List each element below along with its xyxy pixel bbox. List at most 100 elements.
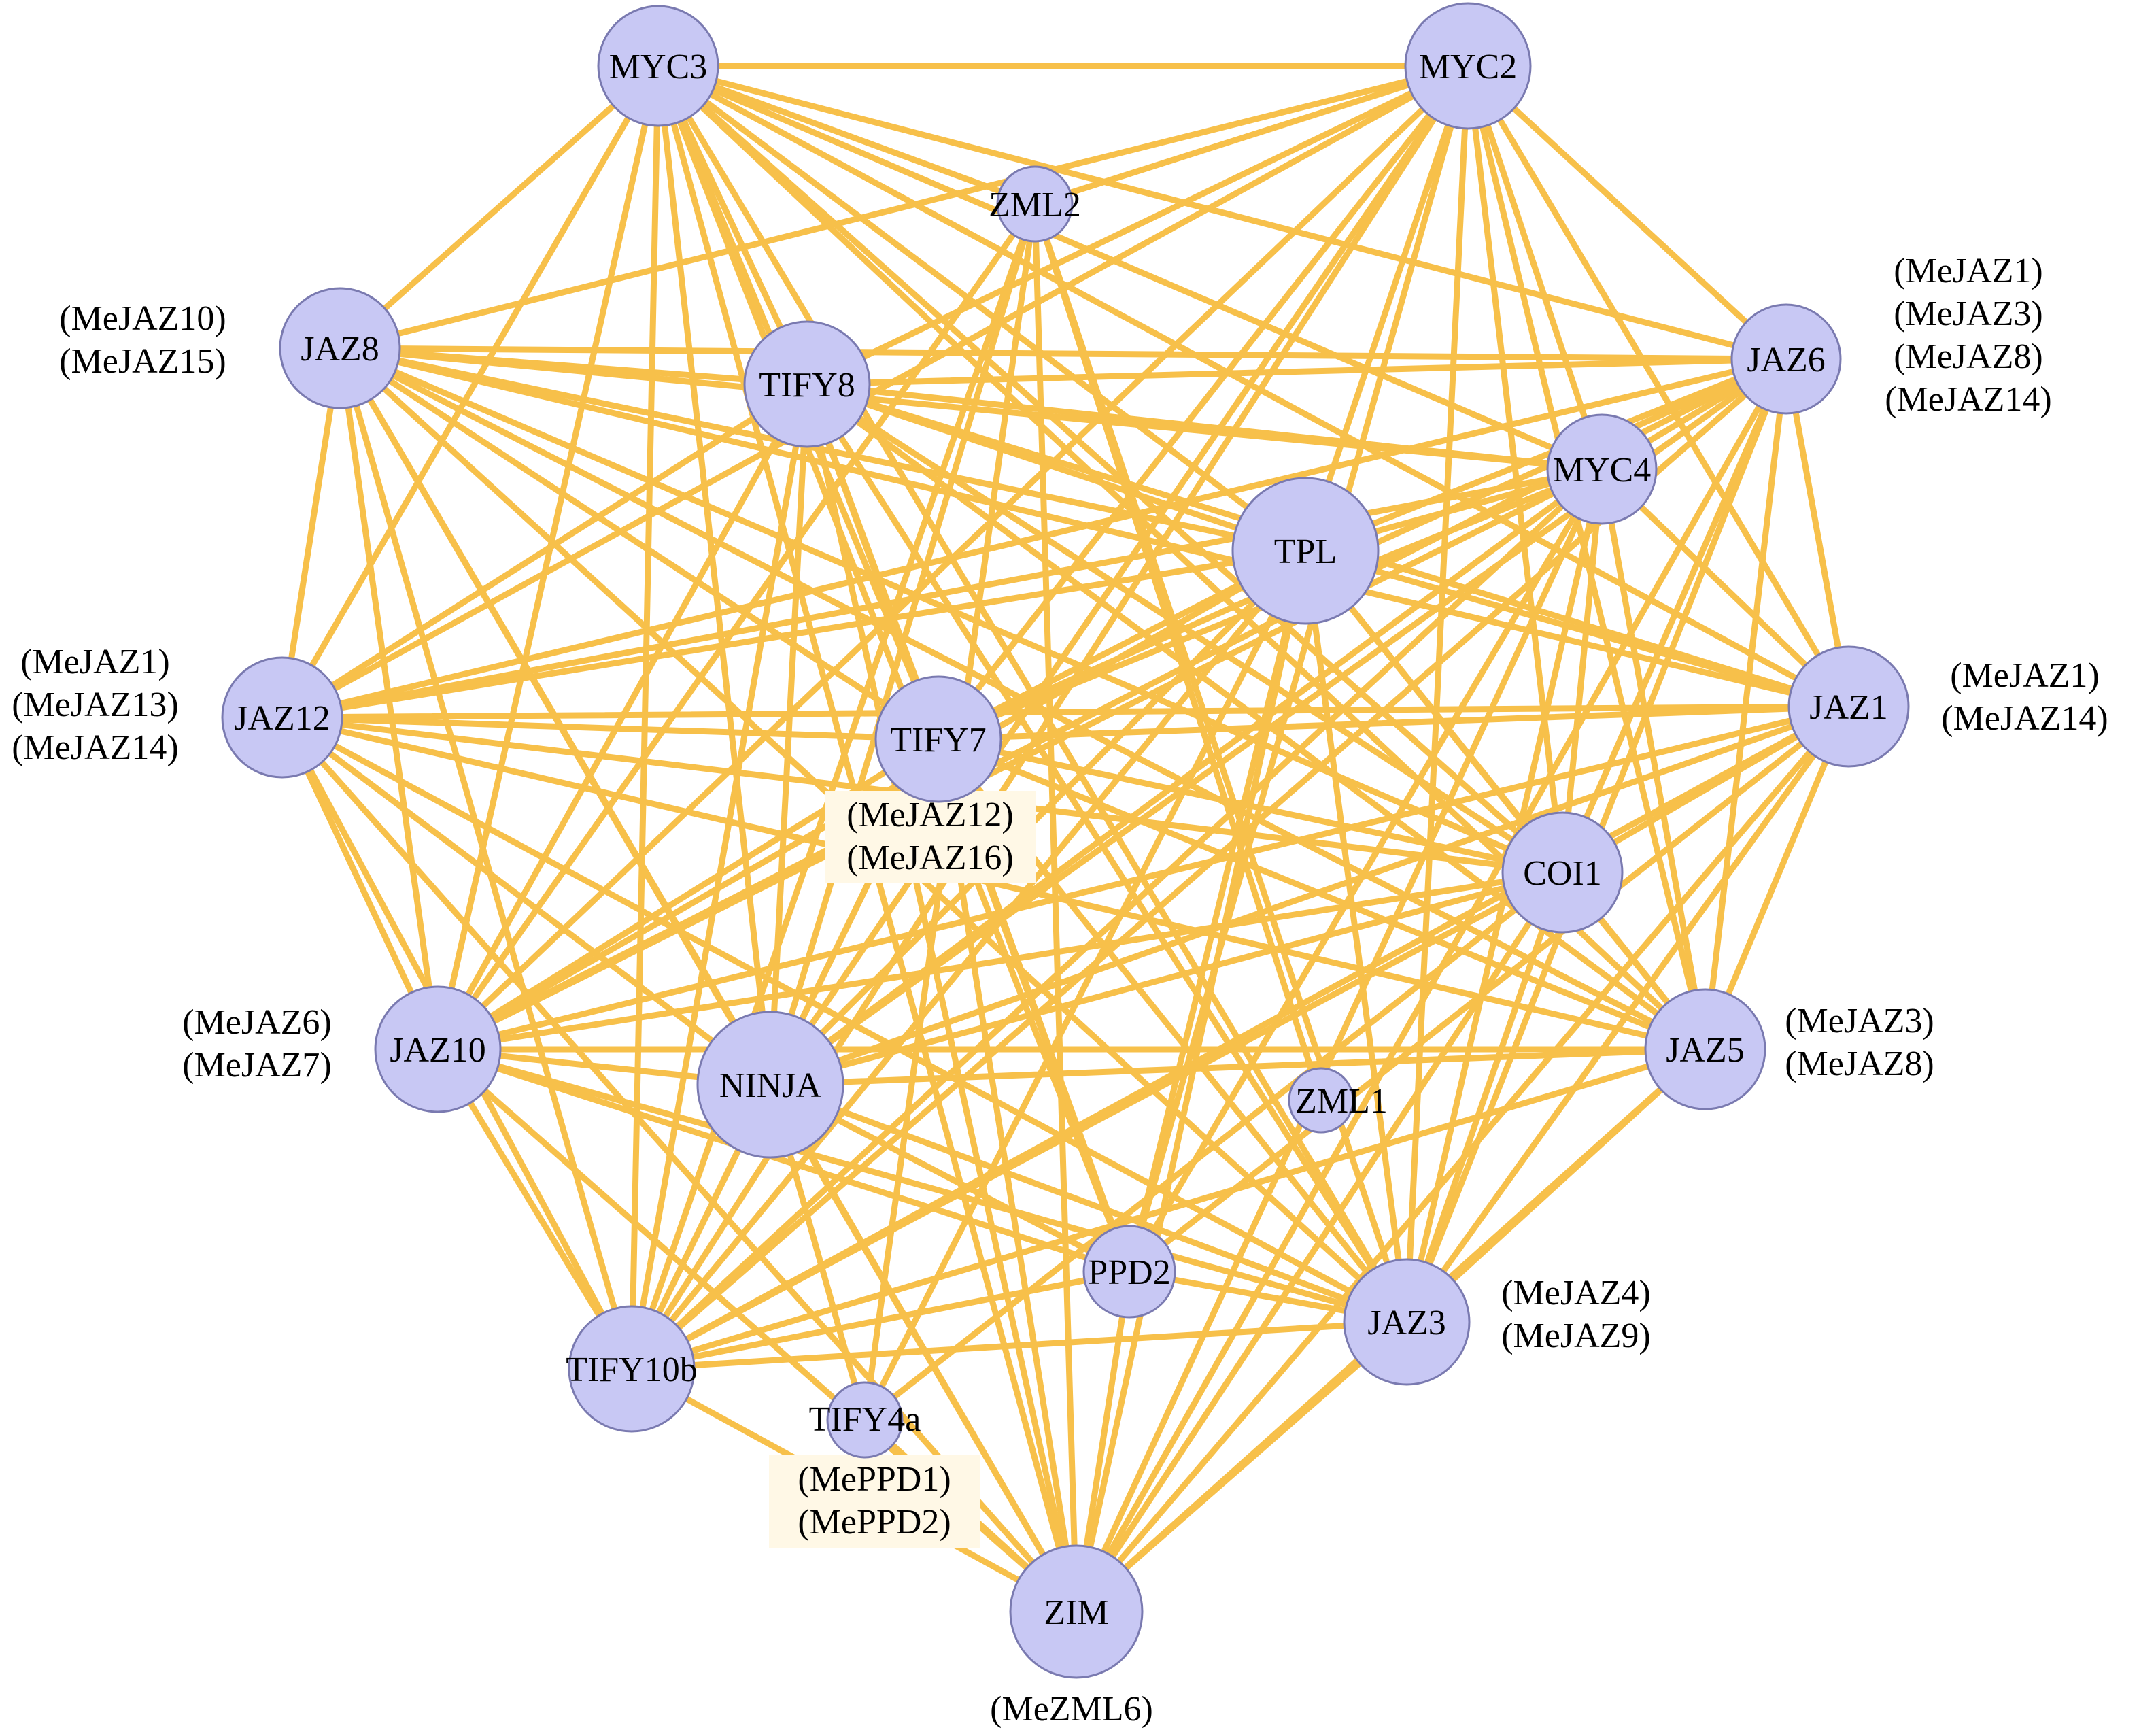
node-label: JAZ1 [1809, 688, 1888, 727]
edge-MYC4-JAZ12 [279, 466, 1605, 721]
edge-JAZ10-PPD2 [434, 1046, 1133, 1275]
node-MYC2: MYC2 [1404, 2, 1532, 130]
edge-JAZ12-NINJA [279, 714, 774, 1088]
node-ZIM: ZIM [1009, 1544, 1144, 1679]
edge-JAZ8-TIFY7 [337, 345, 942, 743]
edge-JAZ6-JAZ5 [1702, 356, 1790, 1053]
node-JAZ5: JAZ5 [1644, 988, 1766, 1110]
annotation-line: (MeJAZ1) [1894, 252, 2043, 290]
annotation-line: (MeJAZ14) [1941, 699, 2108, 738]
annotation-line: (MeJAZ7) [182, 1046, 332, 1085]
node-label: ZIM [1044, 1593, 1108, 1632]
node-label: TIFY8 [759, 366, 855, 405]
node-label: ZML1 [1295, 1082, 1388, 1121]
node-circle [221, 656, 343, 779]
node-circle [279, 287, 401, 409]
node-MYC4: MYC4 [1546, 413, 1658, 525]
annotation-JAZ12: (MeJAZ1)(MeJAZ13)(MeJAZ14) [12, 643, 179, 767]
node-JAZ12: JAZ12 [221, 656, 343, 779]
edge-TIFY8-JAZ6 [804, 356, 1790, 388]
edge-MYC4-NINJA [767, 466, 1605, 1088]
edge-TPL-JAZ3 [1302, 547, 1410, 1325]
edge-MYC2-JAZ5 [1465, 63, 1709, 1053]
edge-MYC3-TPL [655, 63, 1309, 554]
annotation-line: (MeJAZ6) [182, 1003, 332, 1042]
edge-JAZ8-JAZ12 [279, 345, 343, 721]
edge-MYC4-ZIM [1073, 466, 1605, 1615]
annotation-line: (MeJAZ1) [1950, 656, 2100, 695]
annotation-line: (MeJAZ4) [1501, 1274, 1651, 1312]
node-JAZ8: JAZ8 [279, 287, 401, 409]
node-circle [1009, 1544, 1144, 1679]
edge-MYC3-JAZ12 [279, 63, 662, 721]
node-circle [1787, 645, 1910, 768]
edge-MYC2-JAZ3 [1403, 63, 1471, 1325]
annotation-TIFY4a: (MePPD1)(MePPD2) [769, 1455, 980, 1548]
node-MYC3: MYC3 [597, 5, 719, 127]
edge-TPL-PPD2 [1126, 547, 1309, 1275]
edge-MYC2-ZML2 [1031, 63, 1471, 207]
edge-MYC2-JAZ6 [1465, 63, 1790, 362]
node-TIFY8: TIFY8 [743, 320, 871, 448]
annotation-JAZ8: (MeJAZ10) (MeJAZ15) [59, 299, 226, 381]
node-label: TIFY10b [566, 1351, 698, 1389]
node-JAZ10: JAZ10 [374, 985, 502, 1113]
edge-TPL-NINJA [767, 547, 1309, 1088]
edge-JAZ8-JAZ6 [337, 345, 1790, 362]
annotation-background [825, 791, 1036, 883]
edge-NINJA-JAZ5 [767, 1046, 1709, 1088]
edge-JAZ8-JAZ1 [337, 345, 1852, 710]
edge-TIFY7-COI1 [935, 736, 1566, 876]
edge-JAZ5-TIFY10b [628, 1046, 1709, 1372]
node-label: MYC4 [1553, 451, 1651, 490]
node-circle [1231, 477, 1380, 625]
edge-NINJA-JAZ3 [767, 1081, 1410, 1325]
node-circle [696, 1011, 844, 1159]
edge-JAZ6-TPL [1302, 356, 1790, 554]
edge-MYC2-MYC4 [1465, 63, 1605, 473]
node-label: JAZ12 [234, 699, 330, 738]
node-JAZ3: JAZ3 [1343, 1258, 1471, 1386]
annotation-JAZ1: (MeJAZ1) (MeJAZ14) [1941, 656, 2108, 738]
node-circle [1343, 1258, 1471, 1386]
annotation-line: (MeJAZ14) [1885, 380, 2052, 419]
edge-MYC3-COI1 [655, 63, 1566, 876]
node-NINJA: NINJA [696, 1011, 844, 1159]
edge-TPL-TIFY10b [628, 547, 1309, 1372]
edge-MYC3-JAZ10 [434, 63, 662, 1053]
edge-MYC2-NINJA [767, 63, 1471, 1088]
edge-JAZ12-JAZ1 [279, 703, 1852, 721]
node-JAZ1: JAZ1 [1787, 645, 1910, 768]
annotation-JAZ6: (MeJAZ1)(MeJAZ3)(MeJAZ8)(MeJAZ14) [1885, 252, 2052, 419]
edge-layer [279, 63, 1852, 1615]
node-label: ZML2 [989, 186, 1081, 224]
annotation-line: (MeJAZ15) [59, 342, 226, 381]
node-label: JAZ6 [1747, 341, 1826, 379]
edge-MYC4-JAZ5 [1598, 466, 1709, 1053]
edge-TIFY8-ZIM [804, 381, 1080, 1615]
node-ZML2: ZML2 [989, 165, 1081, 243]
node-JAZ6: JAZ6 [1730, 303, 1842, 415]
edge-ZML2-JAZ10 [434, 201, 1038, 1053]
annotation-line: (MeJAZ8) [1894, 337, 2043, 376]
node-TIFY7: TIFY7 [874, 675, 1002, 803]
node-label: MYC3 [609, 48, 707, 86]
node-label: PPD2 [1088, 1253, 1170, 1292]
edge-JAZ6-COI1 [1559, 356, 1790, 876]
node-circle [568, 1305, 696, 1433]
node-TPL: TPL [1231, 477, 1380, 625]
edge-JAZ6-JAZ12 [279, 356, 1790, 721]
node-circle [1082, 1225, 1176, 1319]
edge-JAZ1-NINJA [767, 703, 1852, 1088]
edge-TIFY8-MYC4 [804, 381, 1605, 473]
node-circle [874, 675, 1002, 803]
annotation-line: (MeJAZ8) [1785, 1045, 1934, 1083]
annotation-line: (MePPD2) [798, 1503, 951, 1542]
node-circle [826, 1381, 904, 1459]
edge-MYC4-PPD2 [1126, 466, 1605, 1275]
annotation-JAZ3: (MeJAZ4)(MeJAZ9) [1501, 1274, 1651, 1355]
edge-COI1-TIFY10b [628, 869, 1566, 1372]
annotation-line: (MeJAZ10) [59, 299, 226, 338]
node-circle [1644, 988, 1766, 1110]
